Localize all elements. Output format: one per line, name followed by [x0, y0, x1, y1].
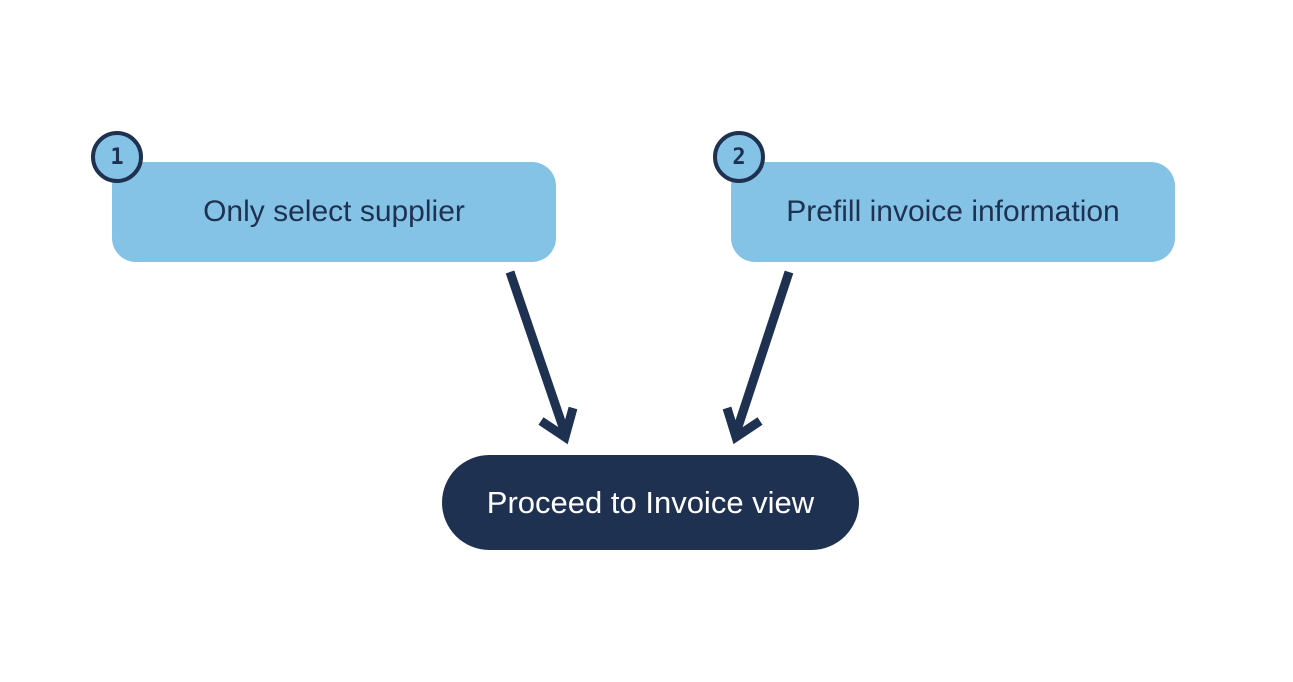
step-1-number: 1 [110, 144, 124, 170]
step-1-badge: 1 [91, 131, 143, 183]
option-2-label: Prefill invoice information [786, 195, 1120, 228]
option-box-only-select-supplier: Only select supplier [112, 162, 556, 262]
arrow-2-shaft [731, 270, 794, 435]
arrow-1-shaft [505, 270, 570, 435]
arrow-from-option-1 [505, 270, 578, 445]
proceed-to-invoice-view: Proceed to Invoice view [442, 455, 859, 550]
arrow-from-option-2 [722, 270, 794, 445]
step-2-badge: 2 [713, 131, 765, 183]
option-box-prefill-invoice: Prefill invoice information [731, 162, 1175, 262]
proceed-label: Proceed to Invoice view [486, 484, 815, 520]
arrow-1-head [538, 406, 578, 445]
option-1-label: Only select supplier [203, 195, 465, 228]
step-2-number: 2 [732, 144, 746, 170]
arrow-2-head [722, 406, 763, 445]
